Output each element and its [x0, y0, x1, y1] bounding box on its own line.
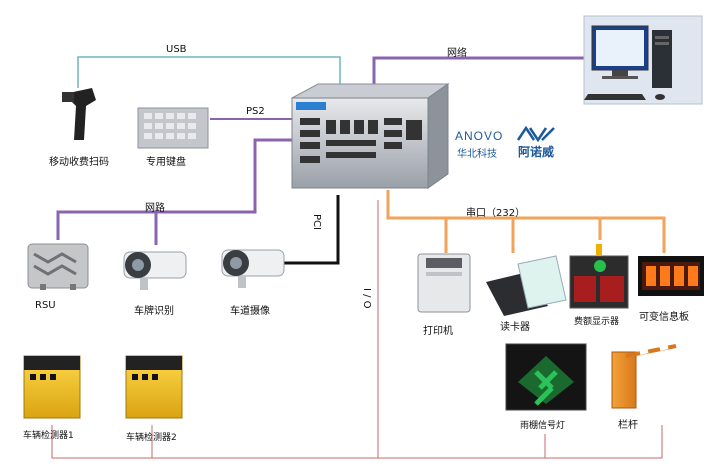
brand-name-en: ANOVO [455, 129, 504, 143]
rsu-icon [27, 243, 89, 290]
lane-camera-icon [221, 249, 285, 288]
serial-label: 串口（232） [466, 208, 526, 219]
barrier-label: 栏杆 [618, 420, 638, 431]
network-top-label: 网络 [447, 48, 467, 59]
keyboard-icon [137, 107, 209, 149]
brand-logo-text: 阿诺威 [518, 145, 555, 159]
keyboard-label: 专用键盘 [146, 157, 186, 168]
fee-display-label: 费额显示器 [574, 317, 620, 327]
variable-message-sign-icon [638, 256, 704, 296]
desktop-computer-icon [583, 15, 703, 105]
ps2-label: PS2 [246, 106, 265, 117]
usb-label: USB [166, 44, 187, 55]
barcode-scanner-icon [62, 88, 96, 140]
barrier-gate-icon [611, 344, 677, 409]
plate-recognition-label: 车牌识别 [134, 306, 174, 317]
network-line-left [56, 138, 297, 240]
detector2-label: 车辆检测器2 [126, 433, 177, 443]
network-line-top [372, 56, 584, 88]
brand-name-cn: 华北科技 [457, 149, 497, 160]
connection-lines [51, 56, 666, 459]
canopy-signal-light-icon [505, 343, 587, 411]
fee-display-icon [569, 244, 629, 309]
rsu-label: RSU [35, 300, 56, 311]
vehicle-detector-2-icon [125, 355, 183, 419]
canopy-light-label: 雨棚信号灯 [520, 421, 566, 431]
detector1-label: 车辆检测器1 [23, 431, 74, 441]
usb-line [77, 56, 341, 88]
serial-line [386, 190, 666, 253]
pci-line [284, 195, 340, 265]
io-line-bottom [51, 425, 663, 459]
vms-label: 可变信息板 [639, 312, 689, 323]
card-reader-icon [486, 255, 567, 316]
lane-camera-label: 车道摄像 [230, 306, 270, 317]
vehicle-detector-1-icon [23, 355, 81, 419]
network-left-label: 网路 [145, 203, 165, 214]
plate-recognition-camera-icon [123, 251, 187, 290]
card-reader-label: 读卡器 [500, 322, 530, 333]
industrial-pc-icon [291, 83, 450, 189]
printer-icon [417, 253, 471, 313]
scanner-label: 移动收费扫码 [49, 157, 109, 168]
pci-label: PCI [311, 214, 322, 230]
brand-logo-mark-icon [516, 126, 555, 142]
io-label: I / O [361, 288, 372, 309]
printer-label: 打印机 [423, 326, 453, 337]
